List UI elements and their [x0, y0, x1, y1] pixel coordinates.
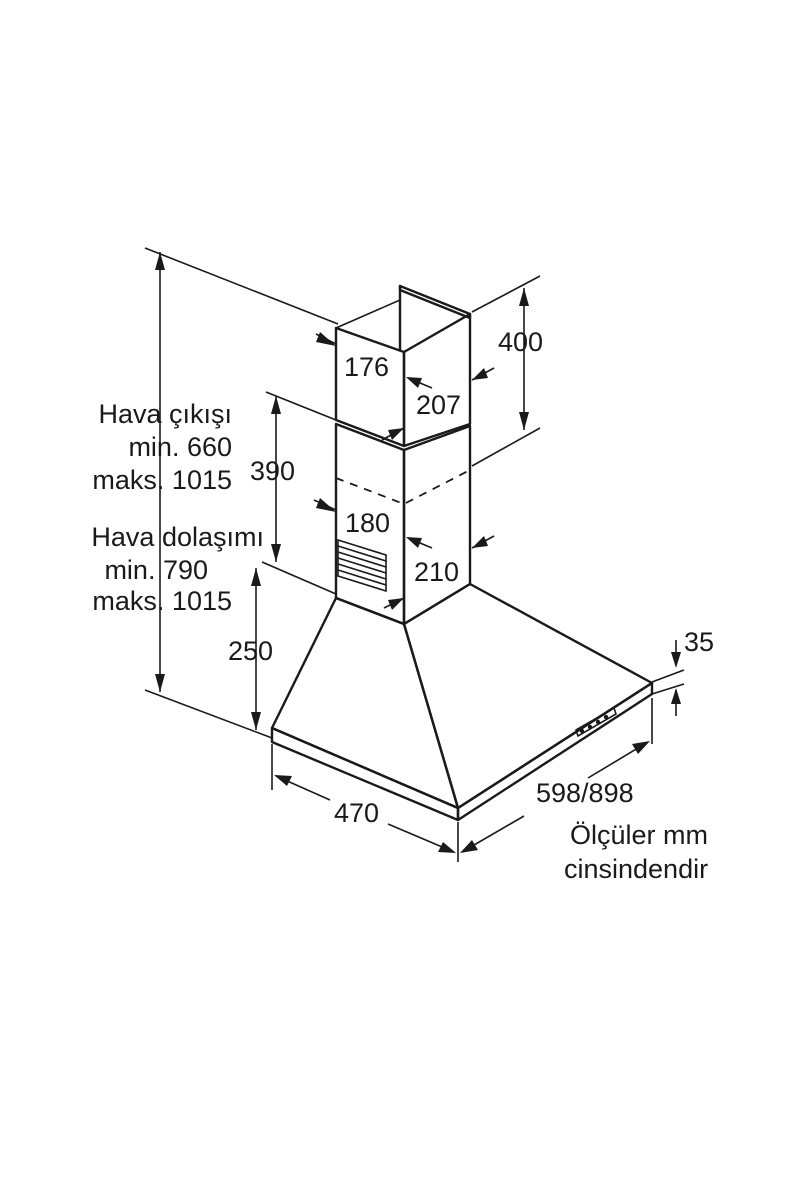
upper-duct-right-face	[402, 312, 472, 448]
dim-hood-height: 250	[228, 636, 273, 666]
air-circulation-label: Hava dolaşımı min. 790 maks. 1015	[91, 522, 264, 616]
canopy-front-edge	[403, 623, 459, 809]
units-note: Ölçüler mm cinsindendir	[564, 820, 708, 884]
dim-upper-duct-height: 400	[498, 327, 543, 357]
air-circulation-min: min. 790	[104, 555, 208, 585]
air-outlet-max: maks. 1015	[92, 465, 232, 495]
dim-lower-duct-height: 390	[250, 456, 295, 486]
dimension-lines	[144, 247, 685, 862]
cooker-hood-outline	[270, 284, 654, 822]
dim-hood-depth: 470	[334, 798, 379, 828]
dim-base-thickness: 35	[684, 627, 714, 657]
upper-duct-top-edge	[335, 299, 401, 329]
canopy-left-face	[270, 596, 460, 810]
dim-hood-width: 598/898	[536, 778, 634, 808]
ventilation-grille	[337, 539, 387, 592]
air-circulation-max: maks. 1015	[92, 586, 232, 616]
air-outlet-title: Hava çıkışı	[98, 399, 232, 429]
lower-duct-right-face	[402, 424, 472, 626]
dim-upper-duct-width: 207	[416, 390, 461, 420]
units-note-line1: Ölçüler mm	[570, 820, 708, 850]
dim-lower-duct-width: 210	[414, 557, 459, 587]
dim-lower-duct-depth: 180	[345, 508, 390, 538]
air-outlet-label: Hava çıkışı min. 660 maks. 1015	[92, 399, 232, 495]
air-outlet-min: min. 660	[128, 432, 232, 462]
upper-duct-back-panel	[398, 284, 472, 320]
air-circulation-title: Hava dolaşımı	[91, 522, 264, 552]
units-note-line2: cinsindendir	[564, 854, 708, 884]
control-panel	[575, 706, 617, 738]
hidden-duct-edge	[335, 469, 471, 505]
dim-upper-duct-depth: 176	[344, 352, 389, 382]
